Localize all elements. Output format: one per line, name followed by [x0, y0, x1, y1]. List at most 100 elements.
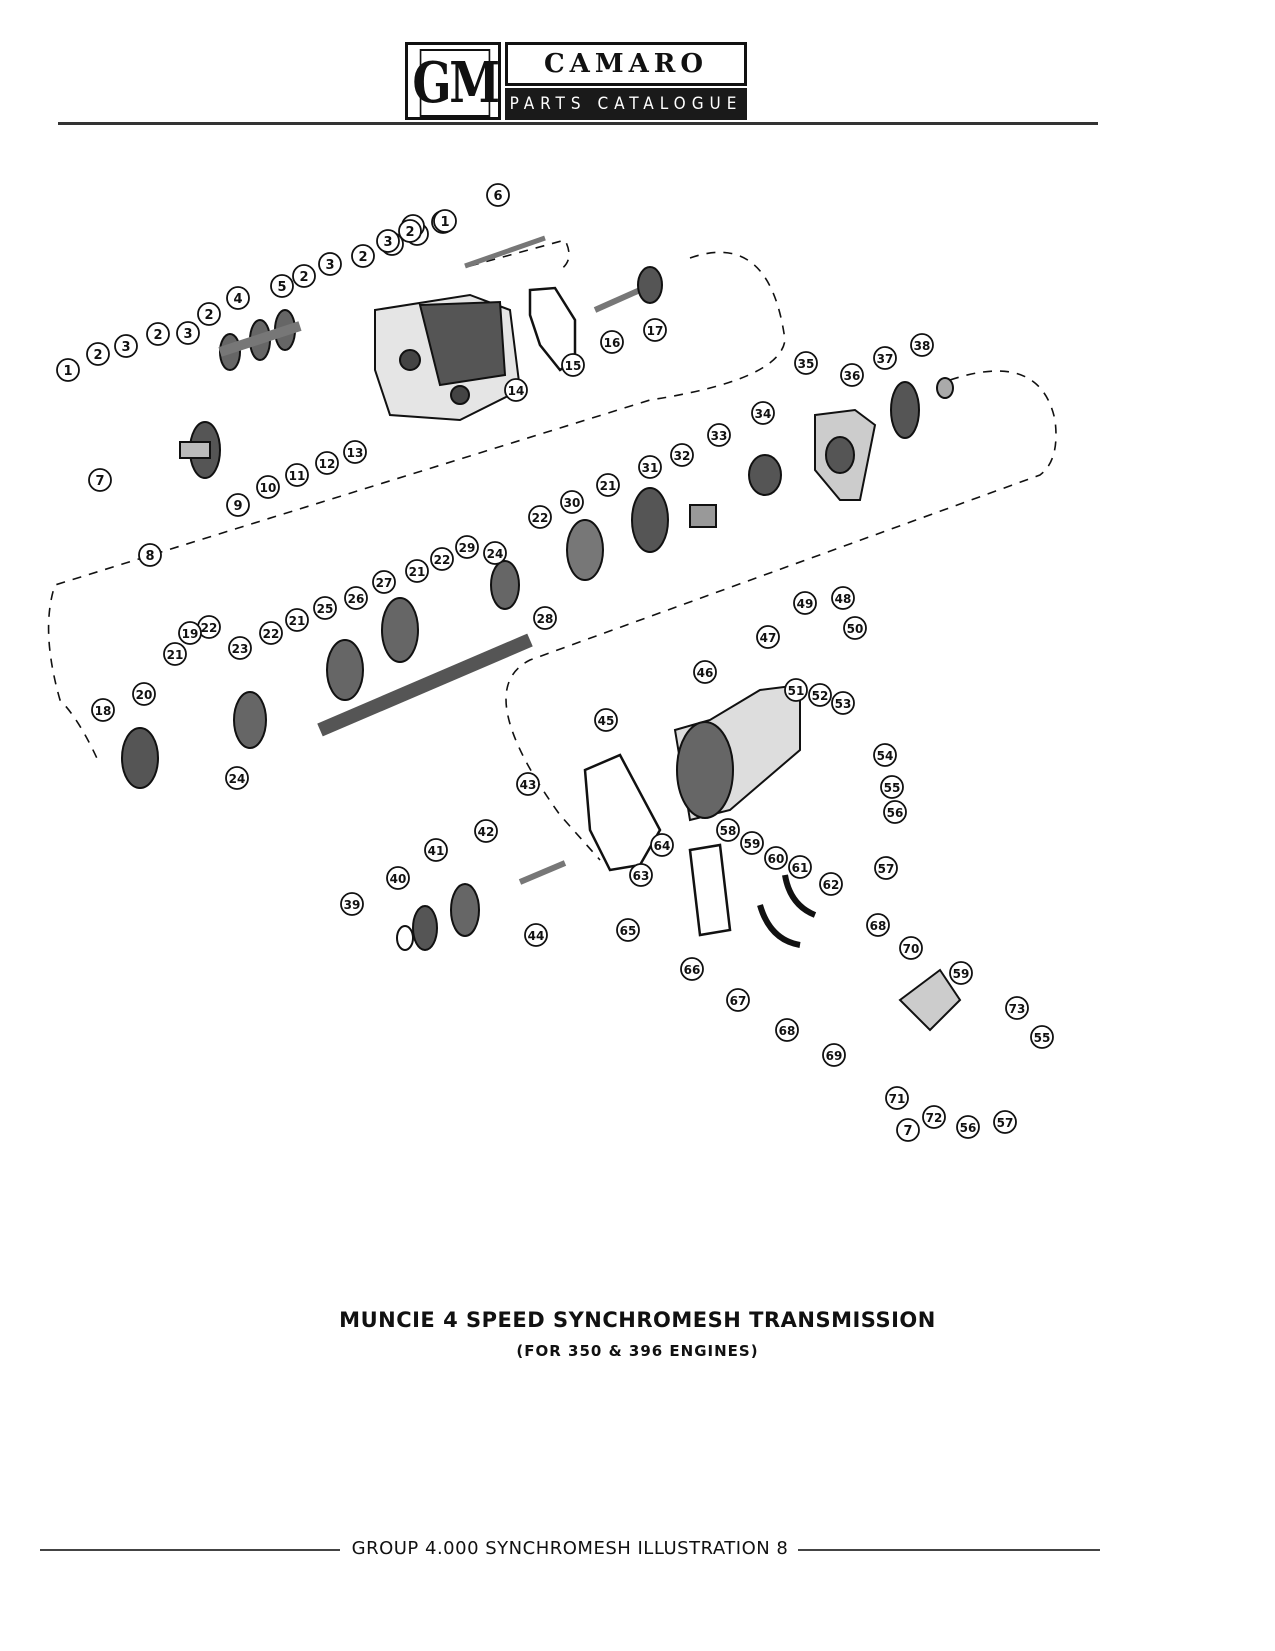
callout-circle — [516, 772, 540, 796]
side-cover-and-shift-forks — [688, 843, 962, 1032]
callout-24: 24 — [225, 766, 249, 790]
callout-19: 19 — [178, 621, 202, 645]
callout-2: 2 — [398, 219, 422, 243]
callout-6: 6 — [486, 183, 510, 207]
callout-label: 61 — [792, 861, 809, 875]
callout-2: 2 — [351, 244, 375, 268]
callout-circle — [343, 440, 367, 464]
callout-56: 56 — [883, 800, 907, 824]
callout-circle — [86, 342, 110, 366]
callout-circle — [372, 570, 396, 594]
callout-label: 2 — [153, 328, 162, 343]
callout-circle — [831, 691, 855, 715]
callout-circle — [866, 913, 890, 937]
input-shaft — [179, 421, 221, 479]
callout-52: 52 — [808, 683, 832, 707]
callout-circle — [784, 678, 808, 702]
callout-label: 63 — [633, 869, 650, 883]
callout-21: 21 — [405, 559, 429, 583]
callout-label: 18 — [95, 704, 112, 718]
callout-circle — [873, 346, 897, 370]
callout-61: 61 — [788, 855, 812, 879]
callout-circle — [528, 505, 552, 529]
callout-62: 62 — [819, 872, 843, 896]
callout-circle — [740, 831, 764, 855]
callout-2: 2 — [86, 342, 110, 366]
callout-65: 65 — [616, 918, 640, 942]
callout-circle — [533, 606, 557, 630]
callout-label: 28 — [537, 612, 554, 626]
callout-label: 17 — [647, 324, 664, 338]
callout-29: 29 — [455, 535, 479, 559]
callout-53: 53 — [831, 691, 855, 715]
callout-circle — [292, 264, 316, 288]
callout-label: 68 — [870, 919, 887, 933]
callout-circle — [629, 863, 653, 887]
callout-label: 59 — [953, 967, 970, 981]
catalogue-title: CAMARO — [505, 42, 747, 86]
callout-circle — [638, 455, 662, 479]
callout-label: 14 — [508, 384, 525, 398]
callout-38: 38 — [910, 333, 934, 357]
callout-44: 44 — [524, 923, 548, 947]
callout-27: 27 — [372, 570, 396, 594]
callout-label: 64 — [654, 839, 671, 853]
callout-circle — [225, 766, 249, 790]
callout-70: 70 — [899, 936, 923, 960]
callout-label: 31 — [642, 461, 659, 475]
callout-label: 21 — [167, 648, 184, 662]
callout-circle — [226, 493, 250, 517]
callout-label: 35 — [798, 357, 815, 371]
callout-circle — [88, 468, 112, 492]
callout-7: 7 — [896, 1118, 920, 1142]
callout-circle — [910, 333, 934, 357]
callout-68: 68 — [775, 1018, 799, 1042]
callout-circle — [680, 957, 704, 981]
callout-circle — [756, 625, 780, 649]
callout-18: 18 — [91, 698, 115, 722]
callout-60: 60 — [764, 846, 788, 870]
callout-circle — [596, 473, 620, 497]
callout-label: 16 — [604, 336, 621, 350]
footer-line-right — [740, 1549, 1100, 1551]
callout-22: 22 — [528, 505, 552, 529]
callout-label: 2 — [204, 308, 213, 323]
callout-label: 22 — [201, 621, 218, 635]
callout-label: 55 — [884, 781, 901, 795]
callout-73: 73 — [1005, 996, 1029, 1020]
callout-label: 55 — [1034, 1031, 1051, 1045]
callout-32: 32 — [670, 443, 694, 467]
callout-circle — [949, 961, 973, 985]
callout-circle — [788, 855, 812, 879]
callout-label: 54 — [877, 749, 894, 763]
callout-label: 26 — [348, 592, 365, 606]
gm-logo: GM — [405, 42, 501, 120]
callout-23: 23 — [228, 636, 252, 660]
callout-circle — [315, 451, 339, 475]
callout-5: 5 — [270, 274, 294, 298]
callout-circle — [993, 1110, 1017, 1134]
callout-circle — [197, 302, 221, 326]
callout-label: 30 — [564, 496, 581, 510]
callout-circle — [883, 800, 907, 824]
callout-68: 68 — [866, 913, 890, 937]
callout-36: 36 — [840, 363, 864, 387]
callout-circle — [318, 252, 342, 276]
callout-circle — [956, 1115, 980, 1139]
callout-circle — [313, 596, 337, 620]
callout-label: 22 — [434, 553, 451, 567]
callout-label: 2 — [93, 348, 102, 363]
callout-label: 7 — [903, 1124, 912, 1139]
callout-label: 3 — [121, 340, 130, 355]
callout-circle — [650, 833, 674, 857]
callout-16: 16 — [600, 330, 624, 354]
callout-label: 34 — [755, 407, 772, 421]
callout-circle — [138, 543, 162, 567]
callout-label: 8 — [145, 549, 154, 564]
callout-circle — [764, 846, 788, 870]
callout-circle — [430, 547, 454, 571]
callout-12: 12 — [315, 451, 339, 475]
callout-circle — [256, 475, 280, 499]
catalogue-subtitle: PARTS CATALOGUE — [505, 88, 747, 120]
callout-circle — [56, 358, 80, 382]
